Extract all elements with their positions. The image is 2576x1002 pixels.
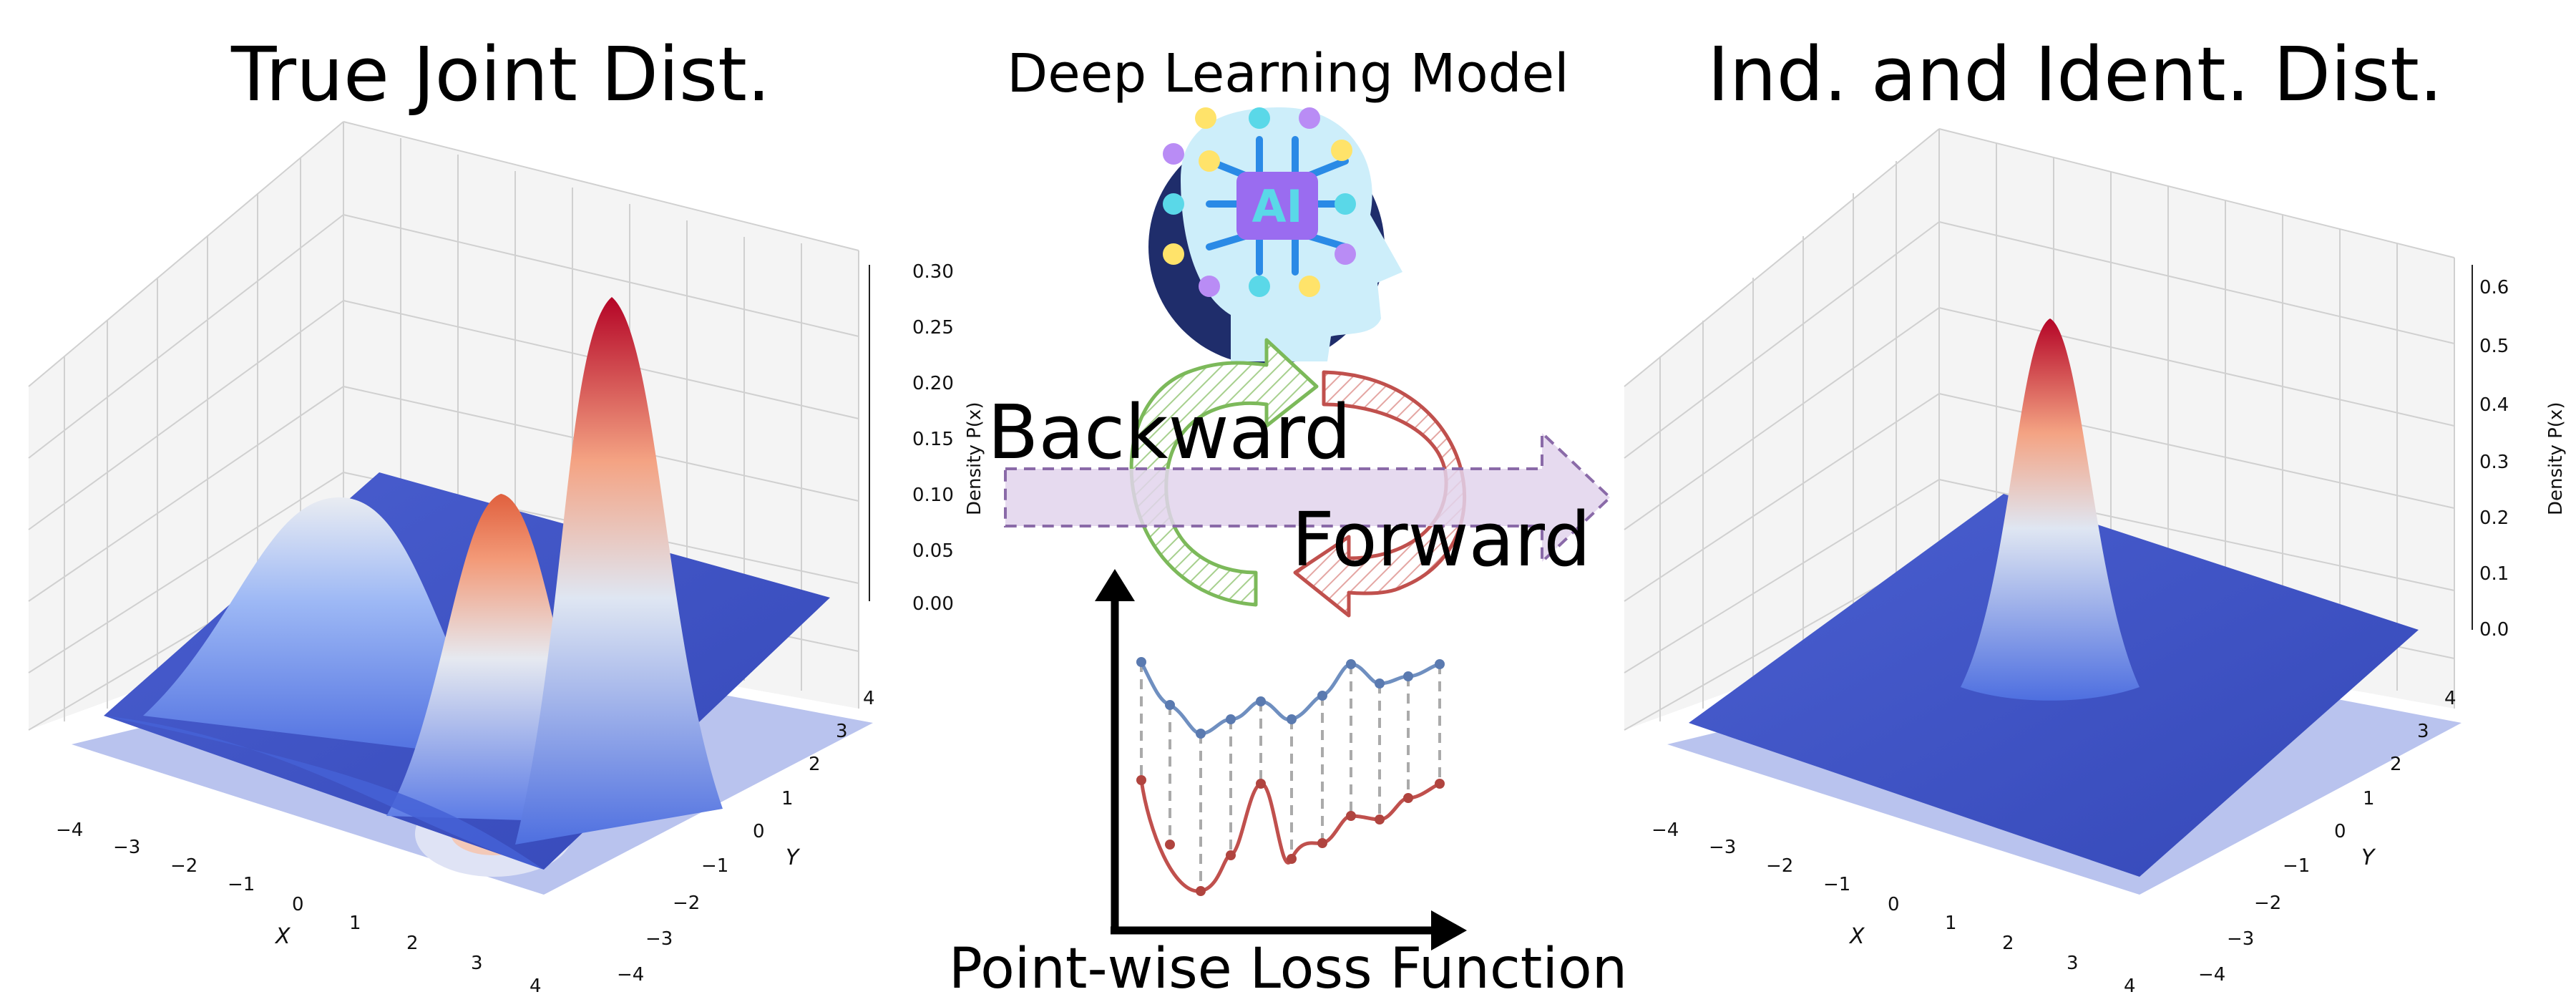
right-x-tick: 3 [2067,953,2079,974]
right-x-tick: −1 [1823,874,1850,895]
ai-head-icon: AI [1148,107,1402,365]
left-z-ticks: 0.30 0.25 0.20 0.15 0.10 0.05 0.00 [912,261,954,615]
left-z-tick: 0.05 [912,540,954,562]
left-y-tick: 0 [753,821,765,842]
right-y-tick: 1 [2363,788,2375,809]
right-z-tick: 0.2 [2479,507,2509,529]
right-y-tick: −1 [2283,855,2310,877]
left-z-tick: 0.25 [912,317,954,339]
left-x-ticks: −4 −3 −2 −1 0 1 2 3 4 [56,819,542,997]
left-x-tick: −3 [113,837,140,858]
right-x-tick: −3 [1709,837,1736,858]
left-z-tick: 0.10 [912,485,954,506]
left-z-tick: 0.00 [912,593,954,615]
left-3d-plot: 0.30 0.25 0.20 0.15 0.10 0.05 0.00 Densi… [28,121,985,997]
right-x-tick: 2 [2002,933,2014,954]
right-z-tick: 0.1 [2479,563,2509,585]
circuit-nodes [1163,107,1356,297]
left-y-tick: 2 [809,754,821,775]
right-density-label: Density P(x) [2545,402,2567,515]
loss-function-title: Point-wise Loss Function [949,937,1627,1001]
right-z-tick: 0.3 [2479,452,2509,473]
residual-lines [1140,662,1441,891]
right-z-tick: 0.5 [2479,336,2509,357]
left-z-tick: 0.15 [912,429,954,450]
left-y-tick: −1 [701,855,728,877]
left-x-tick: 4 [530,976,542,997]
right-plot-title: Ind. and Ident. Dist. [1707,31,2443,118]
left-surface-hump [143,497,501,759]
right-x-tick: 1 [1945,913,1957,934]
right-y-tick: −4 [2198,964,2225,986]
right-y-tick: 3 [2417,721,2429,742]
right-3d-plot: 0.6 0.5 0.4 0.3 0.2 0.1 0.0 Density P(x)… [1624,128,2567,997]
right-x-tick: −2 [1766,855,1793,877]
left-plot-title: True Joint Dist. [230,31,771,118]
left-y-tick: −4 [617,964,644,986]
right-y-tick: −3 [2227,928,2254,950]
forward-label: Forward [1292,496,1591,583]
left-x-tick: 0 [292,894,304,915]
red-circular-arrow-icon [1293,370,1467,618]
left-y-tick: 3 [836,721,848,742]
right-y-tick: −2 [2254,892,2281,914]
left-y-tick: −3 [645,928,673,950]
right-x-tick: 4 [2124,976,2136,997]
right-z-ticks: 0.6 0.5 0.4 0.3 0.2 0.1 0.0 [2479,277,2509,641]
right-x-ticks: −4 −3 −2 −1 0 1 2 3 4 [1652,819,2136,997]
left-x-tick: 3 [471,953,483,974]
left-y-tick: 1 [781,788,794,809]
left-z-tick: 0.20 [912,373,954,394]
right-y-axis-label: Y [2361,845,2376,870]
right-z-tick: 0.0 [2479,619,2509,641]
loss-plot [1095,569,1467,950]
left-z-tick: 0.30 [912,261,954,283]
left-y-tick: −2 [673,892,700,914]
left-x-axis-label: X [274,924,291,949]
left-x-tick: 1 [349,913,361,934]
right-y-ticks: −4 −3 −2 −1 0 1 2 3 4 [2198,688,2457,986]
right-x-axis-label: X [1848,924,1865,949]
right-y-tick: 2 [2390,754,2402,775]
right-x-tick: 0 [1888,894,1900,915]
prediction-points [1136,657,1445,739]
right-z-tick: 0.6 [2479,277,2509,298]
left-surface-tall-peak [515,297,723,845]
left-x-tick: −2 [170,855,197,877]
left-x-tick: −4 [56,819,83,841]
backward-label: Backward [987,389,1351,476]
right-z-tick: 0.4 [2479,394,2509,416]
right-y-tick: 4 [2444,688,2457,709]
right-x-tick: −4 [1652,819,1679,841]
left-y-axis-label: Y [786,845,801,870]
left-density-label: Density P(x) [964,402,985,515]
dashed-purple-arrow-icon [1004,429,1612,565]
right-y-tick: 0 [2334,821,2346,842]
left-y-tick: 4 [863,688,875,709]
ai-chip-label: AI [1252,180,1302,233]
center-model-title: Deep Learning Model [1007,43,1569,104]
target-points [1136,775,1445,896]
right-surface-peak [1961,318,2140,701]
left-x-tick: 2 [406,933,419,954]
left-y-ticks: −4 −3 −2 −1 0 1 2 3 4 [617,688,875,986]
left-x-tick: −1 [228,874,255,895]
